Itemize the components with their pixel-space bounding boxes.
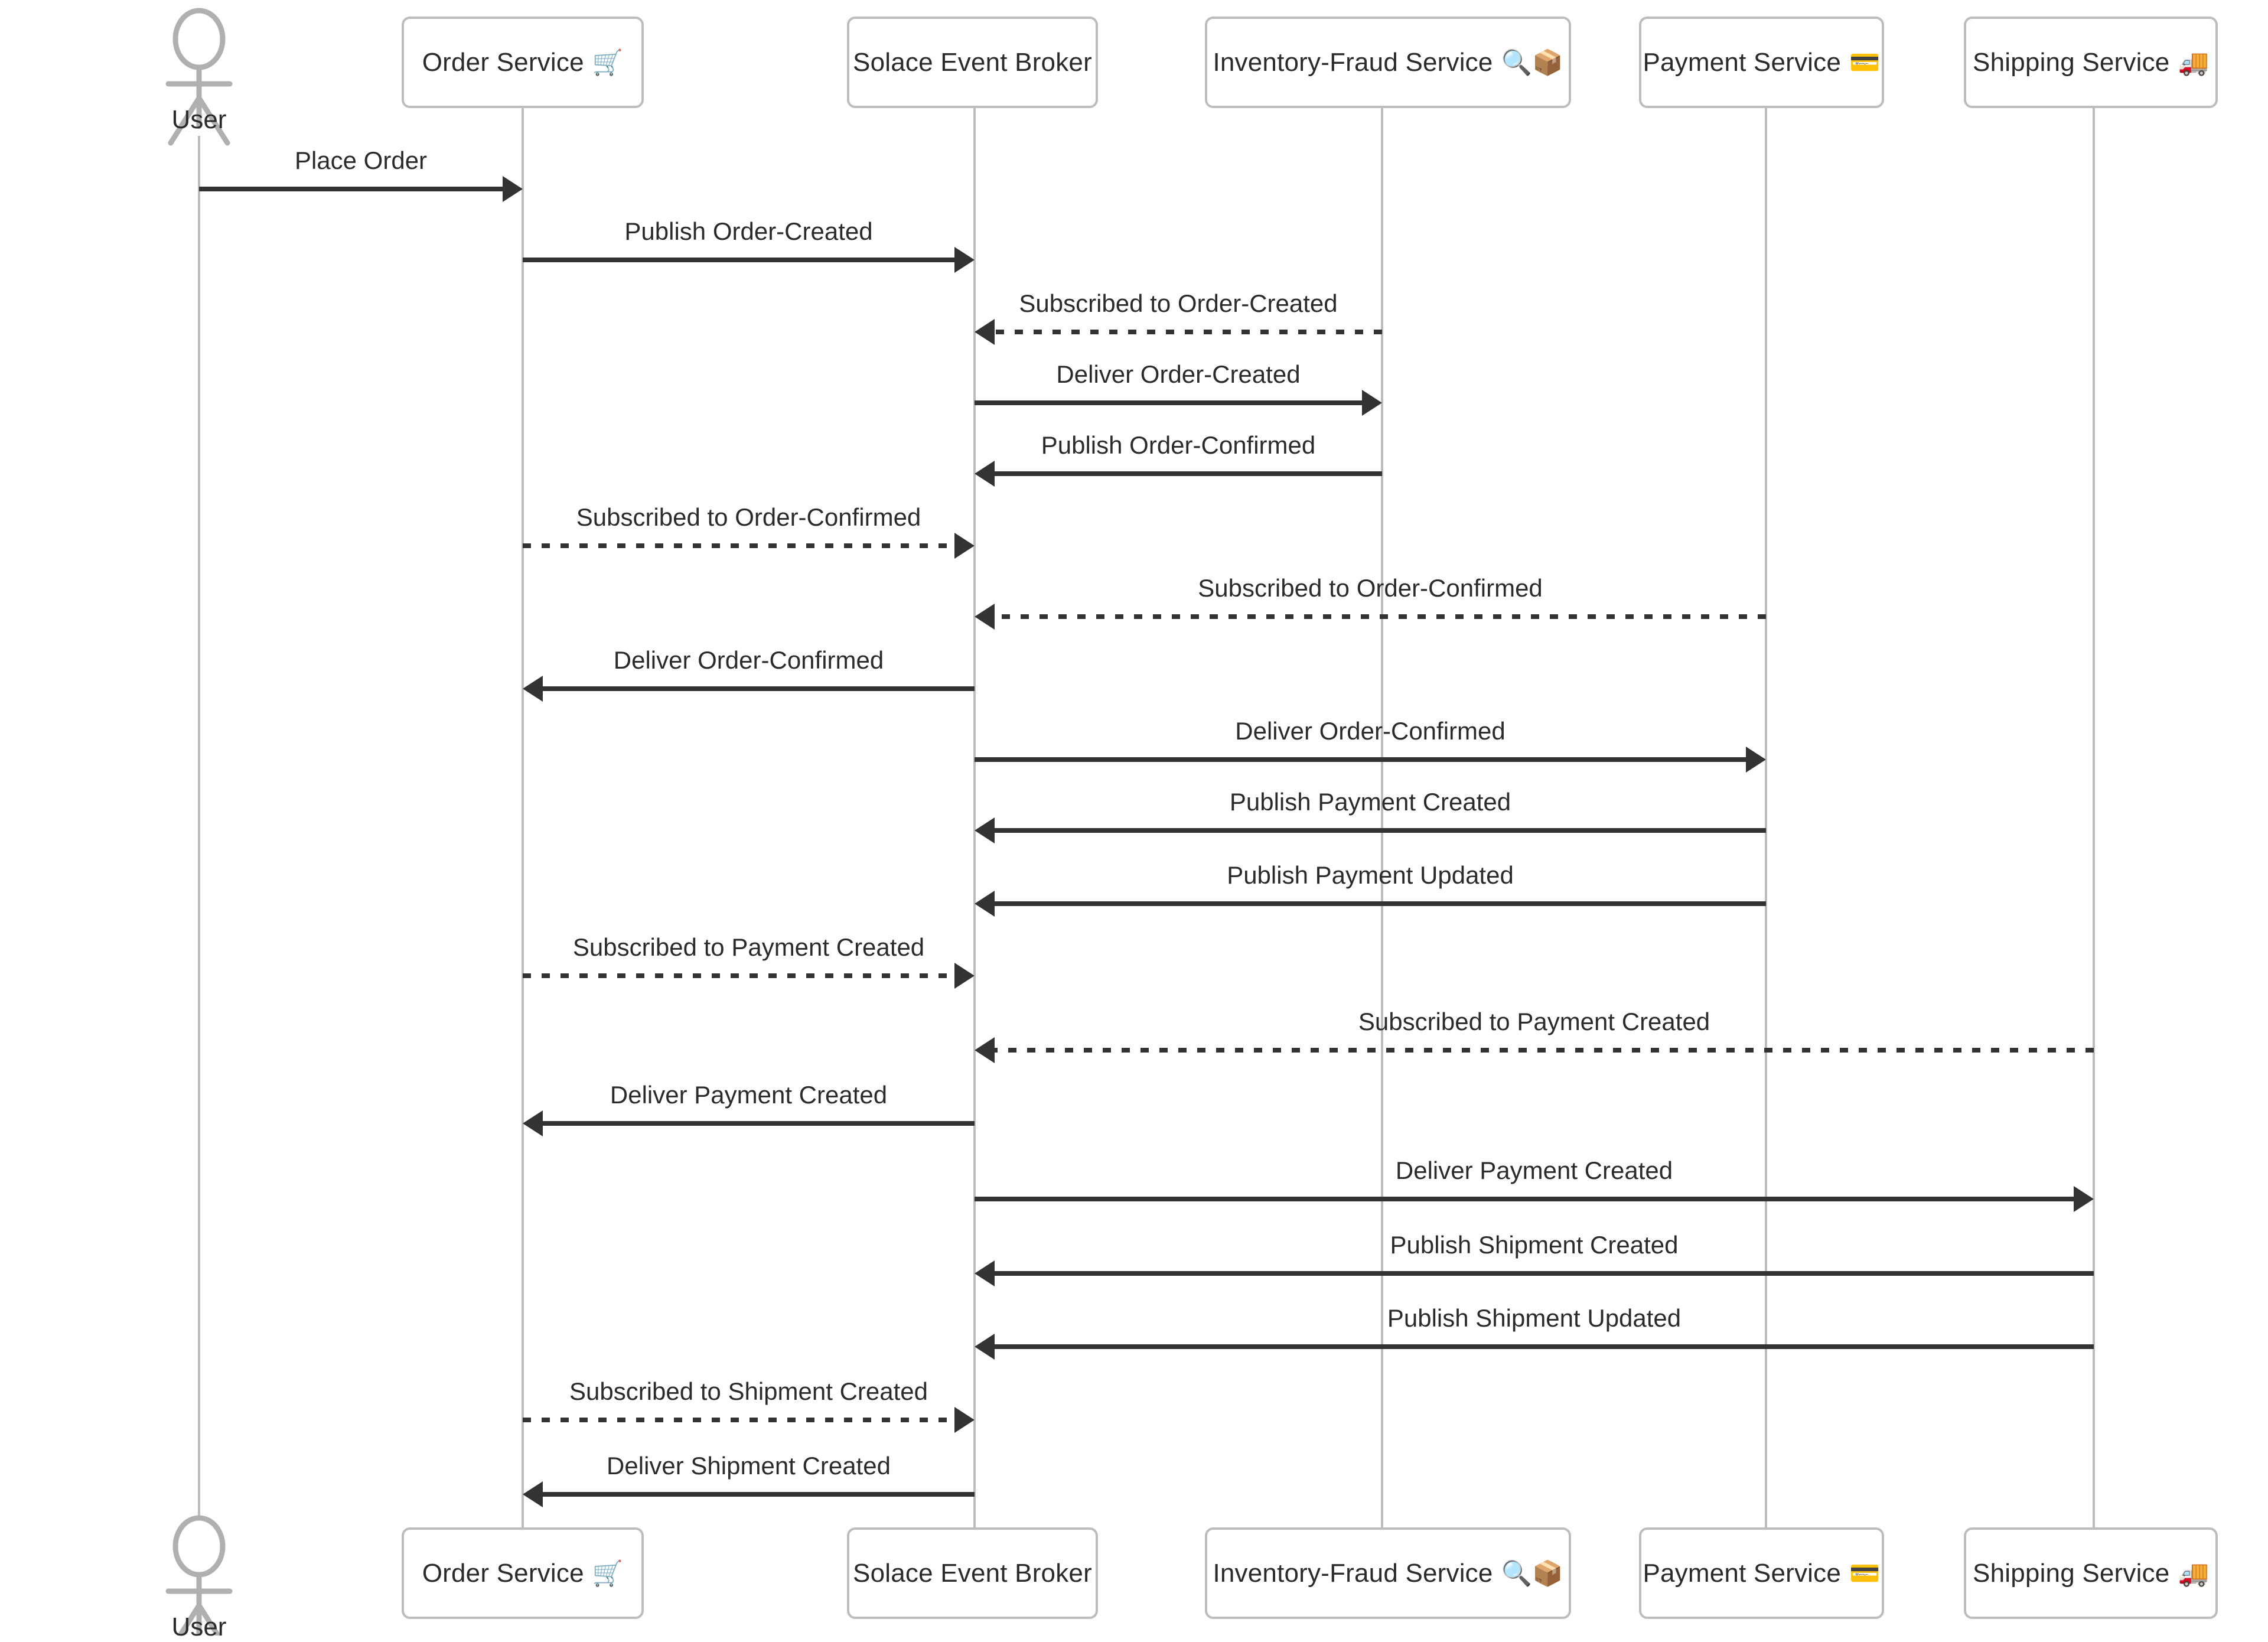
- arrow-head-12: [954, 963, 975, 989]
- participant-box-shipping-bottom[interactable]: Shipping Service 🚚: [1964, 1527, 2218, 1619]
- message-label-10: Publish Payment Created: [1229, 788, 1511, 816]
- magnifier-icon-package-icon: 🔍📦: [1501, 48, 1563, 76]
- credit-card-icon: 💳: [1849, 48, 1881, 76]
- actor-figure-bottom: [165, 1515, 233, 1636]
- arrow-head-10: [975, 817, 995, 843]
- arrow-head-16: [975, 1260, 995, 1286]
- arrow-head-8: [523, 676, 543, 702]
- arrow-head-13: [975, 1037, 995, 1063]
- arrow-head-2: [954, 247, 975, 273]
- message-label-2: Publish Order-Created: [624, 217, 873, 245]
- lifelines-layer: [198, 108, 2095, 1527]
- delivery-truck-icon: 🚚: [2178, 1559, 2209, 1587]
- arrow-head-7: [975, 604, 995, 630]
- message-label-19: Deliver Shipment Created: [607, 1452, 891, 1480]
- message-label-4: Deliver Order-Created: [1056, 360, 1301, 388]
- actor-stick-figures: [165, 8, 233, 1636]
- message-label-14: Deliver Payment Created: [610, 1081, 888, 1109]
- actor-label-top: User: [171, 105, 227, 134]
- participant-label-order: Order Service: [422, 1558, 584, 1588]
- delivery-truck-icon: 🚚: [2178, 48, 2209, 76]
- message-label-3: Subscribed to Order-Created: [1019, 289, 1338, 317]
- participant-label-payment: Payment Service: [1643, 1558, 1842, 1588]
- participant-label-shipping: Shipping Service: [1973, 47, 2170, 77]
- message-label-7: Subscribed to Order-Confirmed: [1198, 574, 1543, 602]
- participant-box-payment-top[interactable]: Payment Service💳: [1639, 17, 1884, 108]
- participant-label-broker: Solace Event Broker: [853, 1558, 1092, 1588]
- actor-figure-top: [165, 8, 233, 146]
- arrow-head-9: [1746, 747, 1766, 773]
- arrow-head-6: [954, 533, 975, 559]
- participant-box-inventory-bottom[interactable]: Inventory-Fraud Service 🔍📦: [1205, 1527, 1571, 1619]
- message-label-18: Subscribed to Shipment Created: [569, 1377, 928, 1405]
- message-label-12: Subscribed to Payment Created: [572, 933, 925, 961]
- participant-box-inventory-top[interactable]: Inventory-Fraud Service 🔍📦: [1205, 17, 1571, 108]
- participant-box-order-bottom[interactable]: Order Service 🛒: [402, 1527, 644, 1619]
- arrow-head-14: [523, 1110, 543, 1136]
- arrow-head-5: [975, 461, 995, 487]
- actor-label-bottom: User: [171, 1612, 227, 1641]
- message-label-1: Place Order: [294, 146, 428, 174]
- participant-box-payment-bottom[interactable]: Payment Service💳: [1639, 1527, 1884, 1619]
- participant-box-order-top[interactable]: Order Service 🛒: [402, 17, 644, 108]
- arrow-head-18: [954, 1407, 975, 1433]
- arrow-head-15: [2074, 1186, 2094, 1212]
- arrow-head-3: [975, 319, 995, 345]
- shopping-cart-icon: 🛒: [592, 48, 624, 76]
- participant-label-shipping: Shipping Service: [1973, 1558, 2170, 1588]
- participant-box-broker-bottom[interactable]: Solace Event Broker: [847, 1527, 1098, 1619]
- participant-box-shipping-top[interactable]: Shipping Service 🚚: [1964, 17, 2218, 108]
- shopping-cart-icon: 🛒: [592, 1559, 624, 1587]
- participant-label-broker: Solace Event Broker: [853, 47, 1092, 77]
- arrow-head-11: [975, 891, 995, 917]
- message-label-9: Deliver Order-Confirmed: [1235, 717, 1506, 745]
- message-label-13: Subscribed to Payment Created: [1358, 1008, 1710, 1035]
- participant-label-order: Order Service: [422, 47, 584, 77]
- participant-label-inventory: Inventory-Fraud Service: [1213, 1558, 1493, 1588]
- participant-box-broker-top[interactable]: Solace Event Broker: [847, 17, 1098, 108]
- arrow-head-17: [975, 1334, 995, 1360]
- message-label-6: Subscribed to Order-Confirmed: [576, 503, 921, 531]
- magnifier-icon-package-icon: 🔍📦: [1501, 1559, 1563, 1587]
- arrow-head-4: [1362, 390, 1382, 416]
- message-label-16: Publish Shipment Created: [1390, 1231, 1679, 1259]
- participant-label-payment: Payment Service: [1643, 47, 1842, 77]
- credit-card-icon: 💳: [1849, 1559, 1881, 1587]
- arrow-head-1: [503, 176, 523, 202]
- message-label-17: Publish Shipment Updated: [1387, 1304, 1682, 1332]
- participant-label-inventory: Inventory-Fraud Service: [1213, 47, 1493, 77]
- message-label-15: Deliver Payment Created: [1395, 1156, 1673, 1184]
- arrow-head-19: [523, 1481, 543, 1507]
- message-arrows-layer: [199, 176, 2094, 1507]
- message-label-8: Deliver Order-Confirmed: [613, 646, 884, 674]
- message-label-11: Publish Payment Updated: [1227, 861, 1514, 889]
- message-label-5: Publish Order-Confirmed: [1041, 431, 1316, 459]
